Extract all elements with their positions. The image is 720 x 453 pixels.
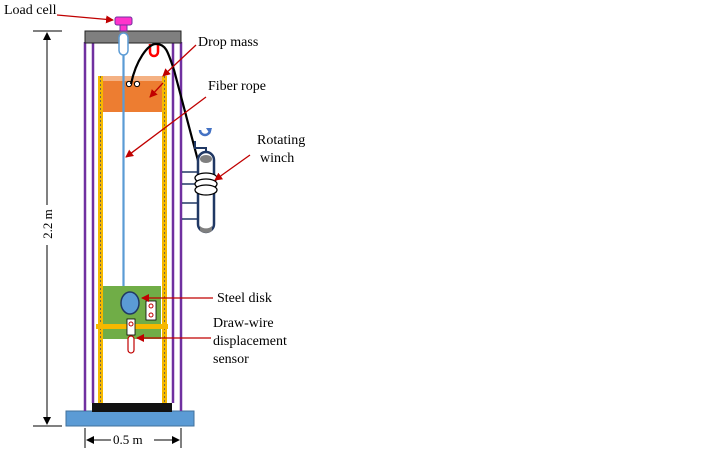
base-plate [65, 410, 195, 427]
dimension-width-label: 0.5 m [113, 432, 143, 447]
label-sensor-1: Draw-wire [213, 316, 274, 331]
label-fiber-rope: Fiber rope [208, 79, 266, 94]
label-rotating-winch-1: Rotating [257, 133, 306, 148]
label-steel-disk: Steel disk [217, 291, 272, 306]
arrow-drop-mass [162, 44, 197, 77]
outer-frame [83, 42, 183, 411]
arrow-rotating-winch [214, 154, 251, 181]
label-rotating-winch-2: winch [260, 151, 295, 166]
callout-arrows [56, 14, 251, 342]
draw-wire-sensor [126, 318, 136, 354]
height-dimension [33, 30, 62, 427]
top-hook [148, 44, 160, 58]
rotating-winch [182, 128, 218, 234]
label-drop-mass: Drop mass [198, 35, 259, 50]
guide-rails [98, 76, 167, 403]
arrow-fiber-rope [125, 96, 207, 158]
label-sensor-3: sensor [213, 352, 249, 367]
dimension-height-label: 2.2 m [40, 209, 55, 239]
label-sensor-2: displacement [213, 334, 287, 349]
width-dimension [84, 428, 182, 448]
lift-cable [129, 42, 203, 173]
top-plate [84, 30, 182, 44]
arrow-load-cell [56, 14, 114, 24]
label-load-cell: Load cell [4, 3, 57, 18]
base-block [92, 403, 172, 412]
steel-disk [120, 291, 140, 315]
